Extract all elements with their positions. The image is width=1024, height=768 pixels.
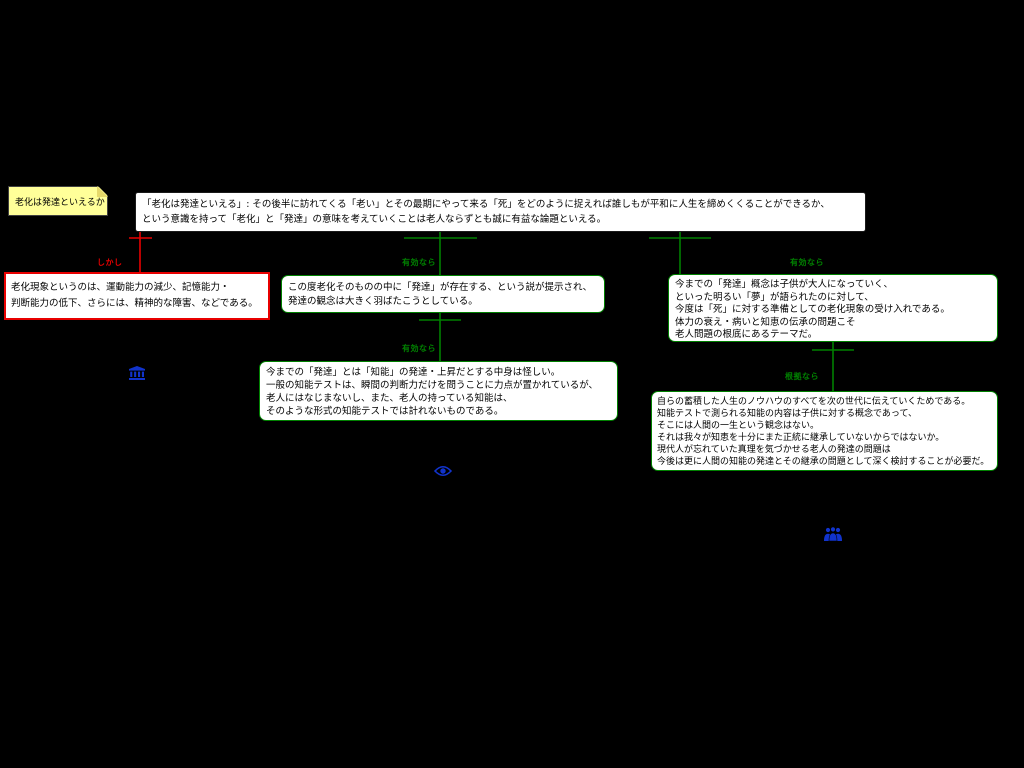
- reason4-line: それは我々が知恵を十分にまた正統に継承していないからではないか。: [657, 433, 945, 443]
- reason1-node[interactable]: この度老化そのものの中に「発達」が存在する、という説が提示され、 発達の観念は大…: [281, 275, 605, 313]
- reason2-line: 一般の知能テストは、瞬間の判断力だけを問うことに力点が置かれているが、: [266, 380, 599, 391]
- objection-line: 老化現象というのは、運動能力の減少、記憶能力・: [11, 282, 230, 293]
- reason3-line: 今までの「発達」概念は子供が大人になっていく、: [675, 279, 894, 290]
- objection-connector: [129, 232, 152, 272]
- reason3-line: 老人問題の根底にあるテーマだ。: [675, 329, 818, 340]
- reason2-line: 今までの「発達」とは「知能」の発達・上昇だとする中身は怪しい。: [266, 367, 561, 378]
- reason4-node[interactable]: 自らの蓄積した人生のノウハウのすべてを次の世代に伝えていくためである。 知能テス…: [651, 391, 998, 471]
- reason4-line: 現代人が忘れていた真理を気づかせる老人の発達の問題は: [657, 445, 891, 455]
- eye-icon[interactable]: [433, 462, 453, 481]
- reason3-node[interactable]: 今までの「発達」概念は子供が大人になっていく、 といった明るい「夢」が語られたの…: [668, 274, 998, 342]
- relation-label-reason4: 根拠なら: [785, 372, 819, 381]
- reason4-line: 今後は更に人間の知能の発達とその継承の問題として深く検討することが必要だ。: [657, 457, 990, 467]
- group-icon[interactable]: [823, 526, 843, 545]
- reason1-line: この度老化そのものの中に「発達」が存在する、という説が提示され、: [288, 282, 593, 293]
- reason4-line: そこには人間の一生という観念はない。: [657, 421, 820, 431]
- objection-node[interactable]: 老化現象というのは、運動能力の減少、記憶能力・ 判断能力の低下、さらには、精神的…: [4, 272, 270, 320]
- reason1-line: 発達の観念は大きく羽ばたこうとしている。: [288, 295, 478, 307]
- main-claim-line: という意識を持って「老化」と「発達」の意味を考えていくことは老人ならずとも誠に有…: [142, 214, 607, 225]
- reason2-line: 老人にはなじまないし、また、老人の持っている知能は、: [266, 393, 513, 404]
- building-icon[interactable]: [128, 366, 146, 385]
- reason3-line: 今度は「死」に対する準備としての老化現象の受け入れである。: [675, 304, 950, 315]
- main-claim-node[interactable]: 「老化は発達といえる」: その後半に訪れてくる「老い」とその最期にやって来る「死…: [135, 192, 866, 232]
- reason4-line: 自らの蓄積した人生のノウハウのすべてを次の世代に伝えていくためである。: [657, 397, 971, 407]
- reason4-line: 知能テストで測られる知能の内容は子供に対する概念であって、: [657, 409, 918, 419]
- reason-connectors: [404, 232, 854, 391]
- reason3-line: 体力の衰え・病いと知恵の伝承の問題こそ: [675, 316, 856, 328]
- relation-label-objection: しかし: [97, 258, 123, 267]
- relation-label-reason2: 有効なら: [402, 344, 436, 353]
- main-claim-line: 「老化は発達といえる」: その後半に訪れてくる「老い」とその最期にやって来る「死…: [142, 199, 830, 210]
- reason3-line: といった明るい「夢」が語られたのに対して、: [675, 291, 874, 303]
- title-note[interactable]: 老化は発達といえるか: [8, 186, 108, 216]
- relation-label-reason1: 有効なら: [402, 258, 436, 267]
- objection-line: 判断能力の低下、さらには、精神的な障害、などである。: [11, 298, 258, 309]
- relation-label-reason3: 有効なら: [790, 258, 824, 267]
- reason2-line: そのような形式の知能テストでは計れないものである。: [266, 406, 504, 417]
- reason2-node[interactable]: 今までの「発達」とは「知能」の発達・上昇だとする中身は怪しい。 一般の知能テスト…: [259, 361, 618, 421]
- note-fold-corner: [97, 186, 108, 197]
